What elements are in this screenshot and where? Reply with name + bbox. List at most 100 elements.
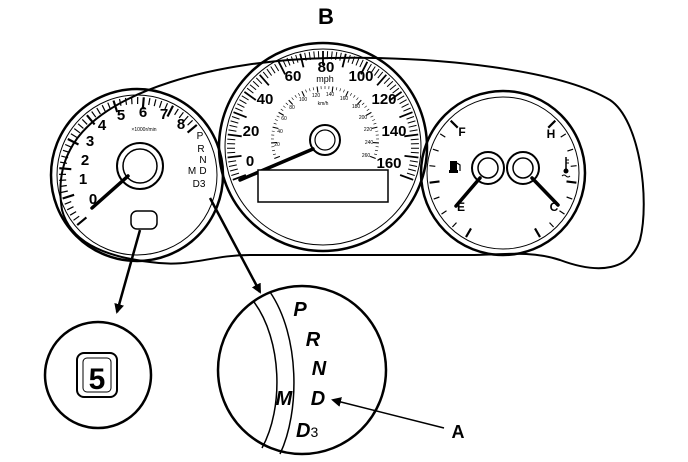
tach-gear-letter-d: D <box>199 166 206 177</box>
kmh-tick <box>349 92 352 96</box>
speed-tick <box>246 87 254 94</box>
speed-tick <box>239 99 247 105</box>
speed-tick <box>270 66 276 74</box>
speed-tick <box>409 164 418 167</box>
speed-tick <box>259 74 270 86</box>
speed-tick <box>392 87 400 94</box>
speed-tick <box>370 66 376 74</box>
kmh-tick <box>309 88 311 92</box>
speed-tick <box>377 71 384 79</box>
speed-tick <box>228 160 237 163</box>
speed-tick <box>399 111 413 119</box>
speed-tick <box>229 168 238 172</box>
shift-letter-d3: D3 <box>296 420 318 442</box>
tach-tick <box>73 128 81 134</box>
shift-position-inset: P R N M D D3 <box>216 284 388 456</box>
tach-tick <box>91 111 97 118</box>
temp-tick <box>567 148 574 152</box>
kmh-tick <box>375 130 379 132</box>
tach-tick <box>124 97 128 105</box>
fuel-needle <box>454 176 482 208</box>
speed-tick <box>290 56 295 65</box>
kmh-tick <box>345 90 349 97</box>
kmh-tick <box>366 108 370 111</box>
kmh-tick <box>339 88 341 92</box>
kmh-tick <box>285 102 289 106</box>
speed-tick <box>228 164 237 167</box>
callout-b-label: B <box>318 4 334 29</box>
tach-tick <box>59 184 67 188</box>
temp-tick <box>547 119 557 129</box>
fuel-tick <box>433 196 440 200</box>
speed-tick <box>376 74 387 86</box>
temp-tick <box>534 227 541 238</box>
shift-letter-d3-sub: 3 <box>310 424 318 440</box>
speed-tick <box>335 51 338 60</box>
speed-tick <box>227 133 242 138</box>
speed-tick <box>409 129 418 132</box>
tach-number-8: 8 <box>177 116 185 133</box>
speed-tick <box>397 95 405 101</box>
temp-tick <box>549 222 555 228</box>
speed-mph-140: 140 <box>381 123 406 140</box>
kmh-tick <box>331 86 334 93</box>
temp-tick <box>570 165 577 167</box>
temp-tick <box>559 210 565 215</box>
fuel-temp-gauge: F E H C <box>419 89 587 257</box>
callout-a-leader-arrow <box>331 397 445 429</box>
tach-number-2: 2 <box>81 152 89 169</box>
tach-tick <box>166 105 174 117</box>
kmh-tick <box>356 99 362 105</box>
kmh-tick <box>274 119 278 121</box>
temperature-tick-marks <box>534 119 577 238</box>
tachometer-unit-label: ×1000r/min <box>131 127 156 133</box>
tach-gear-letter-d3: D3 <box>193 179 206 190</box>
kmh-tick <box>364 105 367 108</box>
speed-tick <box>408 168 417 172</box>
tach-tick <box>64 143 72 148</box>
kmh-tick <box>272 126 279 130</box>
speed-tick <box>308 51 311 60</box>
speed-tick <box>227 138 236 141</box>
kmh-180: 180 <box>352 104 361 110</box>
tach-tick <box>148 97 151 106</box>
kmh-tick <box>272 149 276 152</box>
speed-tick <box>386 80 394 88</box>
speed-tick <box>355 57 360 66</box>
tach-number-1: 1 <box>79 171 87 188</box>
tach-tick <box>62 193 75 200</box>
kmh-120: 120 <box>312 93 321 99</box>
temperature-needle <box>530 176 560 207</box>
speed-tick <box>241 95 249 101</box>
odometer-display <box>257 169 389 203</box>
tach-tick <box>96 107 101 115</box>
fuel-tick <box>451 222 457 228</box>
speed-mph-60: 60 <box>285 68 302 85</box>
cluster-housing <box>59 56 645 270</box>
fuel-tick <box>449 119 459 129</box>
tach-tick <box>112 100 119 113</box>
gear-position-window <box>130 210 158 230</box>
speed-tick <box>231 172 240 176</box>
gear-window-leader-arrow <box>114 229 142 314</box>
kmh-260: 260 <box>362 153 371 159</box>
tach-tick <box>101 104 106 112</box>
kmh-tick <box>298 92 301 96</box>
kmh-200: 200 <box>359 115 368 121</box>
tach-tick <box>59 161 68 164</box>
speed-tick <box>404 133 419 138</box>
speed-mph-80: 80 <box>318 59 335 76</box>
tachometer: 0 1 2 3 4 5 6 7 8 ×1000r/min P R N M D D… <box>49 87 225 263</box>
shift-letter-n: N <box>312 358 327 380</box>
tach-gear-letter-r: R <box>197 144 204 155</box>
fuel-tick <box>432 148 439 152</box>
speed-mph-0: 0 <box>246 153 254 170</box>
fuel-empty-label: E <box>457 200 465 214</box>
fuel-tick <box>429 180 440 184</box>
fuel-tick <box>465 227 472 238</box>
speed-tick <box>228 129 237 132</box>
speed-tick <box>286 57 291 66</box>
speed-tick <box>266 68 273 76</box>
kmh-tick <box>374 153 378 155</box>
kmh-tick <box>280 108 284 111</box>
